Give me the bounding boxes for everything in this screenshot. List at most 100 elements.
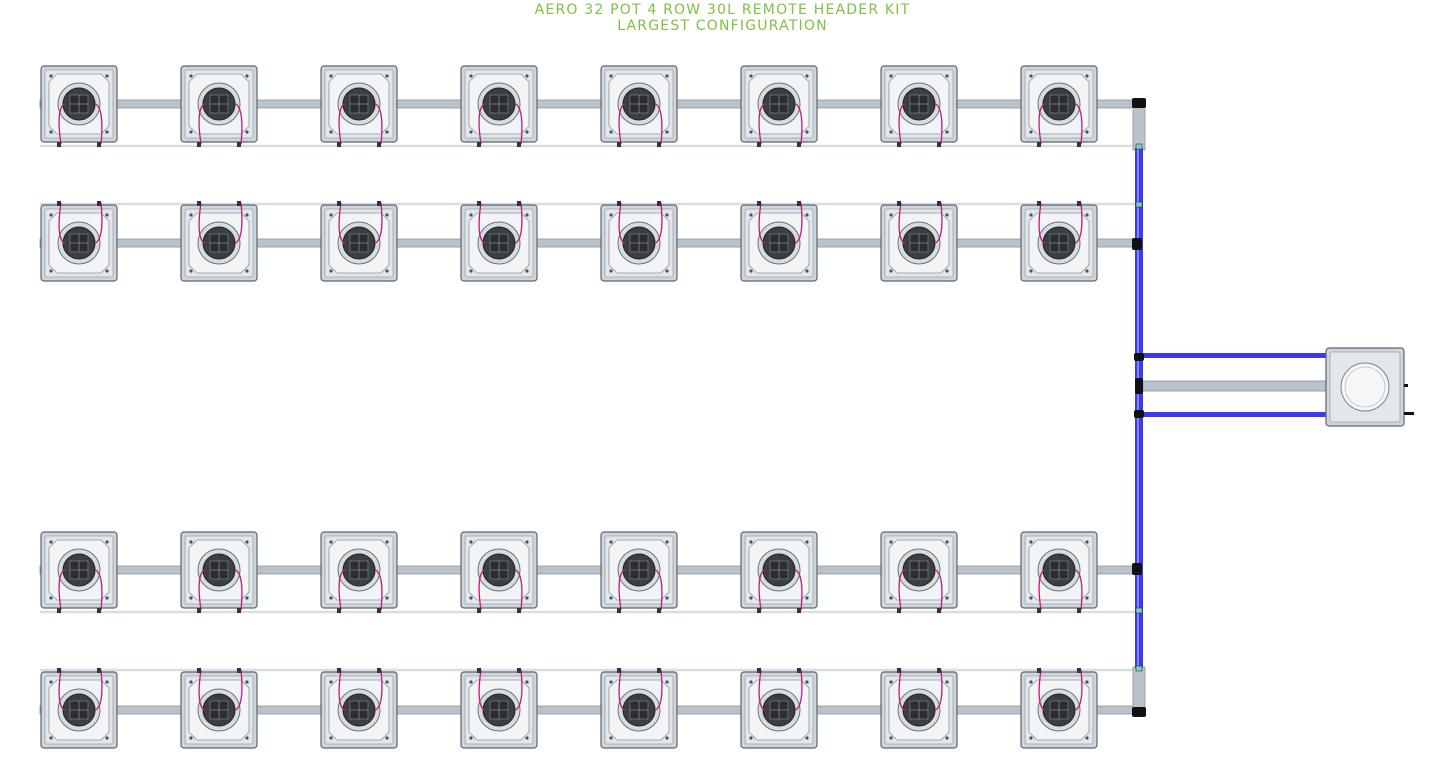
pot-screw — [105, 74, 109, 78]
drip-stake — [237, 668, 241, 673]
pot-screw — [665, 74, 669, 78]
drip-emitter-line — [338, 669, 346, 711]
pot-screw — [1085, 736, 1089, 740]
pot — [600, 65, 678, 147]
drip-emitter-line — [618, 103, 626, 145]
drip-stake — [897, 142, 901, 147]
pot-screw — [49, 74, 53, 78]
drip-emitter-line — [198, 202, 206, 244]
drip-emitter-line — [654, 202, 663, 244]
pot-screw — [329, 680, 333, 684]
pot-screw — [805, 74, 809, 78]
pot-screw — [49, 213, 53, 217]
drip-emitter-line — [478, 569, 486, 611]
pot-screw — [1029, 269, 1033, 273]
pot — [320, 531, 398, 613]
pot-screw — [609, 680, 613, 684]
pot-screw — [245, 269, 249, 273]
pot-screw — [945, 130, 949, 134]
drip-stake — [757, 608, 761, 613]
drip-stake — [897, 608, 901, 613]
drip-stake — [937, 668, 941, 673]
drip-stake — [97, 608, 101, 613]
pot-screw — [329, 74, 333, 78]
drip-emitter-line — [758, 103, 766, 145]
drip-stake — [477, 608, 481, 613]
pot-screw — [749, 596, 753, 600]
pipes-layer — [39, 98, 1330, 717]
drip-stake — [517, 201, 521, 206]
title-line-1: AERO 32 POT 4 ROW 30L REMOTE HEADER KIT — [534, 2, 911, 18]
pot-screw — [49, 540, 53, 544]
pot-screw — [49, 596, 53, 600]
reservoir-outlet — [1404, 412, 1414, 415]
drip-stake — [1077, 201, 1081, 206]
pot — [1020, 668, 1098, 749]
pot-screw — [1085, 130, 1089, 134]
drip-emitter-line — [1038, 202, 1046, 244]
pot-screw — [749, 736, 753, 740]
drip-emitter-line — [654, 669, 663, 711]
pot-screw — [945, 736, 949, 740]
pot — [600, 531, 678, 613]
pipe-fitting — [1135, 378, 1143, 394]
drip-stake — [377, 201, 381, 206]
pot-screw — [805, 680, 809, 684]
line-connector — [1135, 143, 1143, 150]
pot — [740, 531, 818, 613]
drip-stake — [757, 142, 761, 147]
pot-screw — [665, 736, 669, 740]
pot-screw — [1085, 680, 1089, 684]
drip-stake — [377, 608, 381, 613]
pot-screw — [469, 680, 473, 684]
drip-emitter-line — [898, 569, 906, 611]
drip-emitter-line — [234, 103, 243, 145]
pot — [880, 531, 958, 613]
pot-screw — [1029, 596, 1033, 600]
pipe-fitting — [1134, 353, 1144, 361]
drip-stake — [477, 201, 481, 206]
drip-stake — [617, 608, 621, 613]
drip-emitter-line — [898, 202, 906, 244]
drip-stake — [237, 201, 241, 206]
drip-stake — [97, 668, 101, 673]
drip-stake — [937, 142, 941, 147]
pot-screw — [665, 269, 669, 273]
pot-screw — [749, 269, 753, 273]
pot-screw — [189, 736, 193, 740]
drip-emitter-line — [1074, 103, 1083, 145]
drip-emitter-line — [478, 103, 486, 145]
pot — [1020, 65, 1098, 147]
line-connector — [1135, 665, 1143, 672]
drip-emitter-line — [478, 202, 486, 244]
drip-stake — [797, 201, 801, 206]
drip-emitter-line — [618, 669, 626, 711]
drip-stake — [617, 668, 621, 673]
drip-emitter-line — [338, 569, 346, 611]
pot-screw — [525, 130, 529, 134]
pot — [40, 668, 118, 749]
pot-screw — [105, 596, 109, 600]
title-line-2: LARGEST CONFIGURATION — [617, 18, 828, 34]
pot-screw — [469, 736, 473, 740]
drip-emitter-line — [1074, 202, 1083, 244]
pot-screw — [1029, 213, 1033, 217]
drip-emitter-line — [374, 202, 383, 244]
drip-stake — [97, 201, 101, 206]
drip-emitter-line — [198, 669, 206, 711]
drip-emitter-line — [58, 569, 66, 611]
pot-screw — [245, 736, 249, 740]
pot-screw — [665, 213, 669, 217]
pot-screw — [665, 596, 669, 600]
drip-emitter-line — [58, 202, 66, 244]
pot — [740, 668, 818, 749]
drip-emitter-line — [374, 103, 383, 145]
reservoir-tank — [1325, 347, 1414, 427]
pot-screw — [525, 213, 529, 217]
line-connector — [1135, 201, 1143, 208]
pot-screw — [105, 540, 109, 544]
pot — [600, 201, 678, 282]
pot — [320, 668, 398, 749]
pipe-fitting — [1132, 563, 1142, 575]
pot-screw — [385, 269, 389, 273]
